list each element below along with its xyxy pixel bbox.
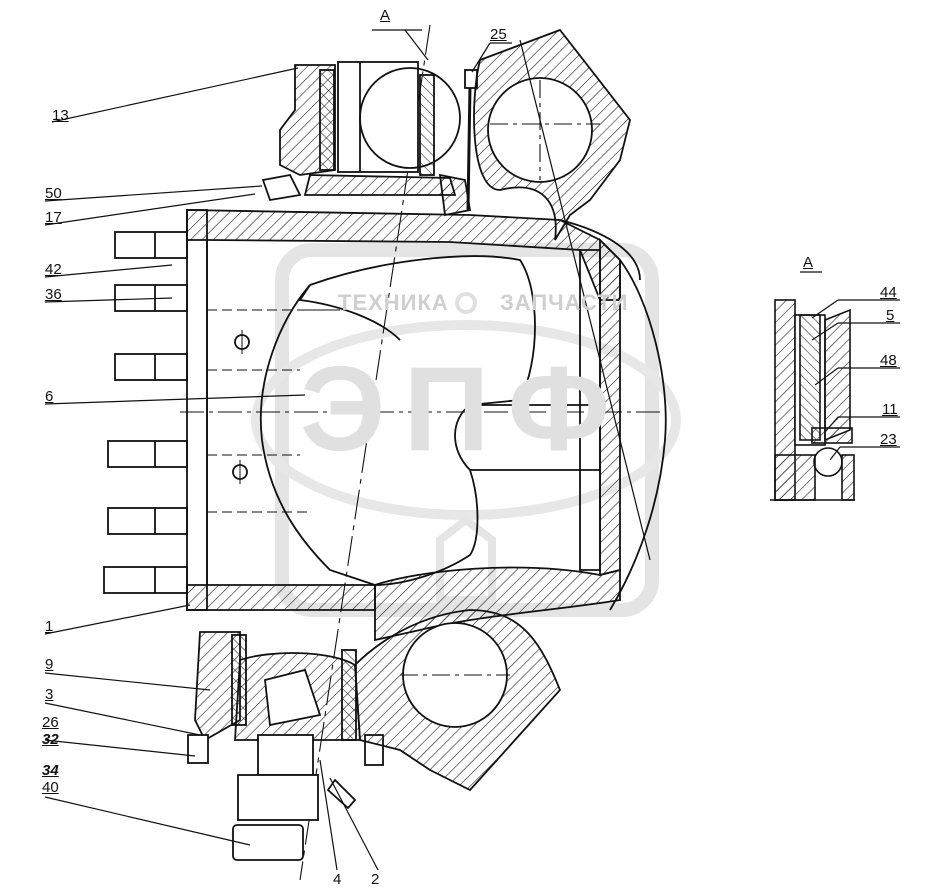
callout-34: 34 — [42, 762, 59, 779]
callout-44: 44 — [880, 284, 897, 301]
callout-26: 26 — [42, 714, 59, 731]
callout-40: 40 — [42, 779, 59, 796]
watermark-text-left: ТЕХНИКА — [338, 290, 449, 315]
callout-1: 1 — [45, 618, 54, 635]
housing-body — [103, 24, 667, 881]
callout-4: 4 — [333, 871, 342, 888]
callout-36: 36 — [45, 286, 62, 303]
flange-studs — [103, 231, 188, 594]
watermark-text-right: ЗАПЧАСТИ — [500, 290, 629, 315]
lower-kingpin-assembly — [187, 631, 384, 861]
callout-5: 5 — [886, 307, 895, 324]
detail-view-a — [770, 299, 855, 501]
callout-25: 25 — [490, 26, 507, 43]
callout-3: 3 — [45, 686, 54, 703]
callout-13: 13 — [52, 107, 69, 124]
detail-title-a: A — [803, 254, 814, 271]
upper-steering-arm — [473, 28, 651, 561]
callout-6: 6 — [45, 388, 54, 405]
leader-lines — [44, 29, 900, 871]
callout-32: 32 — [42, 731, 59, 748]
callout-9: 9 — [45, 656, 54, 673]
callout-50: 50 — [45, 185, 62, 202]
lower-steering-arm — [354, 609, 562, 792]
callout-48: 48 — [880, 352, 897, 369]
callout-42: 42 — [45, 261, 62, 278]
upper-kingpin-assembly — [261, 61, 478, 217]
callout-11: 11 — [882, 401, 898, 418]
watermark-big-letters: ЭПФ — [300, 342, 629, 476]
section-marker-a: A — [380, 7, 391, 24]
callout-23: 23 — [880, 431, 897, 448]
callout-2: 2 — [371, 871, 380, 888]
callout-17: 17 — [45, 209, 62, 226]
